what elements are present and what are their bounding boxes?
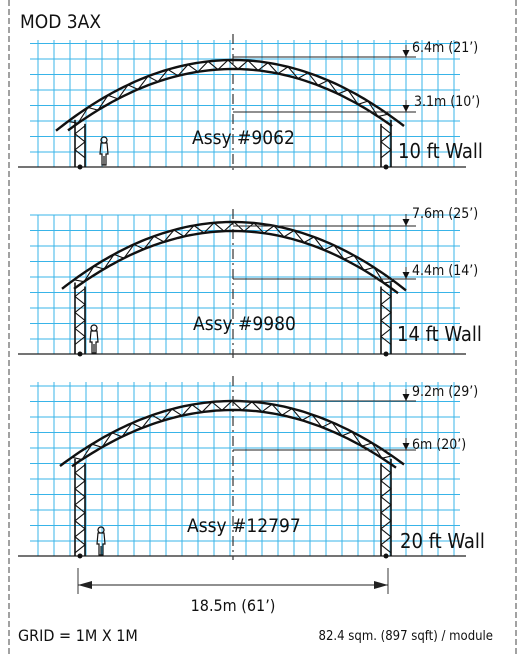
column-base-plate <box>383 351 389 357</box>
arch-web <box>71 400 393 461</box>
arch-top-chord <box>55 58 405 132</box>
height-marker-arrow <box>402 105 410 112</box>
arch-web <box>67 59 389 124</box>
arch-bottom-chord <box>73 229 399 295</box>
peak-height-label: 9.2m (29’) <box>412 384 478 400</box>
elevation-panel-14ft: Assy #9980 14 ft Wall 7.6m (25’) 4.4m (1… <box>18 206 482 358</box>
peak-height-label: 7.6m (25’) <box>412 206 478 222</box>
assembly-label: Assy #9062 <box>192 127 295 149</box>
eave-height-label: 3.1m (10’) <box>414 94 480 110</box>
truss-20ft <box>59 399 405 559</box>
diagram-title: MOD 3AX <box>20 11 101 33</box>
column-base-plate <box>77 351 83 357</box>
dimensions-14ft <box>233 214 416 280</box>
grid-scale-label: GRID = 1M X 1M <box>18 626 138 645</box>
elevation-panel-10ft: Assy #9062 10 ft Wall 6.4m (21’) 3.1m (1… <box>18 34 483 171</box>
column-web <box>380 464 392 554</box>
assembly-label: Assy #9980 <box>193 313 296 335</box>
arch-bottom-chord <box>71 408 397 469</box>
span-label: 18.5m (61’) <box>191 596 276 615</box>
wall-height-label: 14 ft Wall <box>397 322 482 346</box>
eave-height-label: 4.4m (14’) <box>412 263 478 279</box>
height-marker-arrow <box>402 443 410 450</box>
peak-height-label: 6.4m (21’) <box>412 40 478 56</box>
column-web <box>74 125 86 159</box>
height-marker-arrow <box>402 272 410 279</box>
column-base-plate <box>383 553 389 559</box>
human-scale-figure <box>89 324 99 354</box>
dimensions-20ft <box>233 389 416 451</box>
column-web <box>74 464 86 554</box>
span-arrow-left <box>78 581 92 589</box>
height-marker-arrow <box>402 219 410 226</box>
human-scale-figure <box>99 136 109 166</box>
truss-14ft <box>61 220 407 357</box>
column-base-plate <box>77 164 83 170</box>
column-base-plate <box>383 164 389 170</box>
wall-height-label: 20 ft Wall <box>400 529 485 553</box>
module-area-label: 82.4 sqm. (897 sqft) / module <box>319 629 493 644</box>
assembly-label: Assy #12797 <box>187 515 301 537</box>
column-web <box>74 288 86 345</box>
eave-height-label: 6m (20’) <box>412 437 466 453</box>
truss-10ft <box>55 58 405 170</box>
column-web <box>380 288 392 345</box>
column-base-plate <box>77 553 83 559</box>
arch-web <box>73 221 395 284</box>
height-marker-arrow <box>402 394 410 401</box>
column-web <box>380 125 392 159</box>
span-dimension: 18.5m (61’) <box>77 568 389 615</box>
wall-height-label: 10 ft Wall <box>398 139 483 163</box>
human-scale-figure <box>96 526 106 556</box>
height-marker-arrow <box>402 50 410 57</box>
elevation-panel-20ft: Assy #12797 20 ft Wall 9.2m (29’) 6m (20… <box>18 376 485 560</box>
dimensions-10ft <box>233 45 416 113</box>
span-arrow-right <box>374 581 388 589</box>
